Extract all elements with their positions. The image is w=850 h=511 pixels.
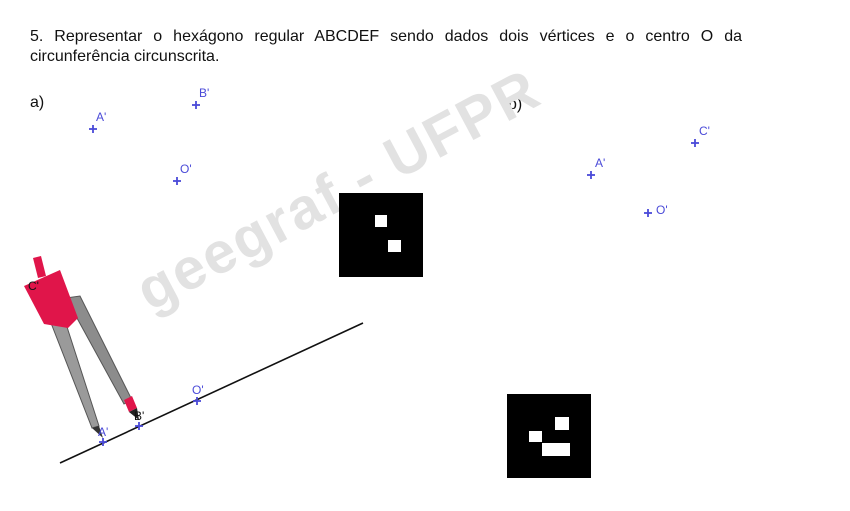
part-b-points: A' C' O' <box>587 124 710 217</box>
point-c-prime <box>691 139 699 147</box>
point-c-prime-label-compass: C' <box>28 279 39 293</box>
construction-point-o-prime <box>193 397 201 405</box>
point-b-prime-label: B' <box>199 86 209 100</box>
point-b-a-prime <box>587 171 595 179</box>
point-b-o-prime <box>644 209 652 217</box>
point-o-prime-label: O' <box>180 162 192 176</box>
point-c-prime-label: C' <box>699 124 710 138</box>
construction-point-a-prime <box>99 438 107 446</box>
point-b-prime <box>192 101 200 109</box>
part-b-label: b) <box>508 96 523 113</box>
qr-code-icon[interactable] <box>339 193 423 277</box>
construction-point-b-prime <box>135 422 143 430</box>
construction-point-b-prime-label: B' <box>134 409 144 423</box>
point-b-a-prime-label: A' <box>595 156 605 170</box>
watermark: geegraf - UFPR <box>126 56 551 323</box>
point-a-prime <box>89 125 97 133</box>
construction-points: A' B' O' <box>98 383 204 446</box>
construction-point-a-prime-label: A' <box>98 425 108 439</box>
construction-line <box>59 322 364 464</box>
part-a-label: a) <box>30 94 45 111</box>
compass-icon[interactable]: C' <box>24 256 139 438</box>
point-b-o-prime-label: O' <box>656 203 668 217</box>
construction-point-o-prime-label: O' <box>192 383 204 397</box>
problem-statement: 5. Representar o hexágono regular ABCDEF… <box>30 28 742 65</box>
qr-code-icon[interactable] <box>507 394 591 478</box>
part-a-points: A' B' O' <box>89 86 209 185</box>
point-a-prime-label: A' <box>96 110 106 124</box>
point-o-prime <box>173 177 181 185</box>
